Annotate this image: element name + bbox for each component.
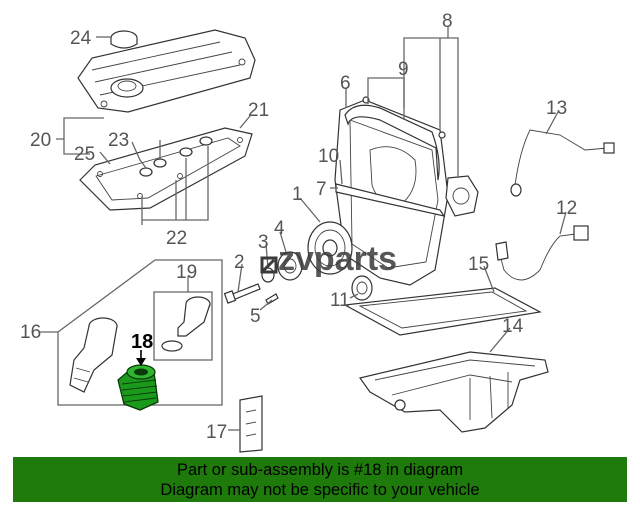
valve-cover-gasket <box>79 127 253 211</box>
callout-23: 23 <box>108 130 129 151</box>
small-bolt <box>265 293 279 305</box>
hub <box>277 251 303 281</box>
callout-18: 18 <box>131 331 153 353</box>
callout-labels: 24 20 21 25 23 22 8 9 6 10 7 1 4 3 2 5 1… <box>20 11 577 443</box>
oil-filter-cap <box>153 291 213 361</box>
callout-20: 20 <box>30 130 51 151</box>
callout-7: 7 <box>316 179 327 200</box>
oil-level-sensor <box>510 129 615 197</box>
oil-filter-group <box>57 259 223 406</box>
banner-line-1: Part or sub-assembly is #18 in diagram <box>176 461 464 479</box>
callout-1: 1 <box>292 184 303 205</box>
callout-5: 5 <box>250 306 261 327</box>
callout-3: 3 <box>258 232 269 253</box>
callout-8: 8 <box>442 11 453 32</box>
gasket-strip <box>335 183 446 217</box>
spark-plug-seals <box>139 136 213 177</box>
watermark: zvparts <box>260 240 397 278</box>
washer <box>261 267 275 283</box>
oil-pressure-sensor <box>495 225 589 281</box>
banner-line-2: Diagram may not be specific to your vehi… <box>160 481 480 499</box>
watermark-text: zvparts <box>278 240 397 278</box>
parts-diagram: 24 20 21 25 23 22 8 9 6 10 7 1 4 3 2 5 1… <box>20 11 615 453</box>
callout-12: 12 <box>556 198 577 219</box>
callout-16: 16 <box>20 322 41 343</box>
callout-6: 6 <box>340 73 351 94</box>
callout-9: 9 <box>398 59 409 80</box>
callout-22: 22 <box>166 228 187 249</box>
oil-filter-element <box>117 364 159 411</box>
callout-25: 25 <box>74 144 95 165</box>
callout-15: 15 <box>468 254 489 275</box>
callout-13: 13 <box>546 98 567 119</box>
callout-10: 10 <box>318 146 339 167</box>
callout-24: 24 <box>70 28 92 49</box>
callout-14: 14 <box>502 316 524 337</box>
info-banner: Part or sub-assembly is #18 in diagram D… <box>13 457 627 502</box>
vibration-damper <box>307 221 353 275</box>
leader-lines <box>40 26 567 431</box>
oil-pan-gasket <box>343 287 542 336</box>
oil-filler-cap <box>110 30 138 49</box>
callout-2: 2 <box>234 252 245 273</box>
cover-plate <box>445 175 479 217</box>
callout-17: 17 <box>206 422 227 443</box>
front-seal <box>351 275 373 301</box>
timing-cover-gasket <box>344 104 440 181</box>
oil-pan <box>358 351 549 433</box>
bracket <box>239 395 263 453</box>
callout-18-arrow <box>136 350 146 366</box>
oil-filter-housing <box>69 317 118 393</box>
crank-bolt <box>223 283 261 304</box>
valve-cover <box>77 29 256 113</box>
callout-19: 19 <box>176 262 197 283</box>
callout-11: 11 <box>330 290 350 311</box>
callout-21: 21 <box>248 100 269 121</box>
callout-4: 4 <box>274 218 285 239</box>
